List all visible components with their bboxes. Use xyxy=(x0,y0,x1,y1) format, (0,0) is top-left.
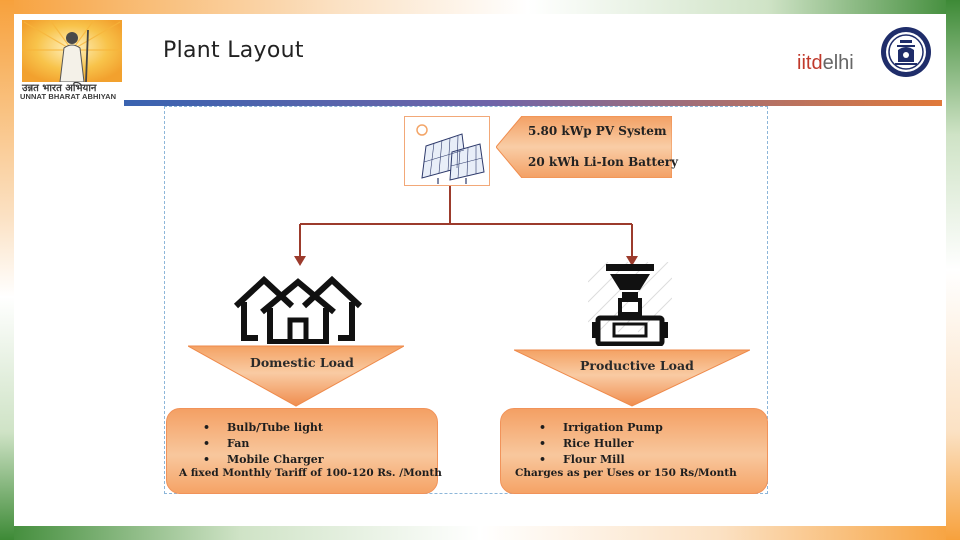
brand-iitdelhi: iitdelhi xyxy=(797,52,854,75)
list-item: • Irrigation Pump xyxy=(539,421,663,434)
list-item-text: Irrigation Pump xyxy=(563,421,663,434)
gandhi-logo-icon xyxy=(22,20,122,102)
bullet-icon: • xyxy=(539,453,547,466)
spec-callout-shape xyxy=(496,116,672,178)
frame-left-border xyxy=(0,0,14,540)
productive-charges-note: Charges as per Uses or 150 Rs/Month xyxy=(515,467,737,479)
domestic-load-label: Domestic Load xyxy=(250,355,354,370)
houses-icon xyxy=(233,275,363,344)
domestic-load-card: • Bulb/Tube light • Fan • Mobile Charger… xyxy=(166,408,442,494)
list-item-text: Mobile Charger xyxy=(227,453,324,466)
productive-load-card: • Irrigation Pump • Rice Huller • Flour … xyxy=(500,408,768,494)
bullet-icon: • xyxy=(539,437,547,450)
page-title: Plant Layout xyxy=(163,38,304,63)
list-item: • Mobile Charger xyxy=(203,453,324,466)
domestic-load-arrow xyxy=(188,345,404,407)
header-divider xyxy=(124,100,942,106)
bullet-icon: • xyxy=(203,453,211,466)
productive-load-label: Productive Load xyxy=(580,358,694,373)
list-item-text: Flour Mill xyxy=(563,453,625,466)
list-item: • Flour Mill xyxy=(539,453,625,466)
list-item: • Bulb/Tube light xyxy=(203,421,324,434)
brand-iitd-text: iitd xyxy=(797,52,823,74)
frame-right-border xyxy=(946,0,960,540)
brand-elhi-text: elhi xyxy=(822,52,854,74)
domestic-tariff-note: A fixed Monthly Tariff of 100-120 Rs. /M… xyxy=(179,467,442,479)
solar-panel-icon xyxy=(416,124,485,184)
list-item: • Rice Huller xyxy=(539,437,634,450)
battery-spec: 20 kWh Li-Ion Battery xyxy=(528,155,678,169)
list-item: • Fan xyxy=(203,437,250,450)
list-item-text: Bulb/Tube light xyxy=(227,421,324,434)
distribution-connector xyxy=(294,186,638,266)
frame-bottom-border xyxy=(0,526,960,540)
bullet-icon: • xyxy=(203,437,211,450)
bullet-icon: • xyxy=(203,421,211,434)
brand-hindi: उन्नत भारत अभियान xyxy=(22,83,97,94)
flour-mill-icon xyxy=(588,262,672,346)
productive-load-arrow xyxy=(514,349,750,407)
pv-system-spec: 5.80 kWp PV System xyxy=(528,124,667,138)
iit-delhi-seal-icon xyxy=(881,27,931,77)
brand-name-left: UNNAT BHARAT ABHIYAN xyxy=(20,92,117,101)
frame-top-border xyxy=(0,0,960,14)
bullet-icon: • xyxy=(539,421,547,434)
list-item-text: Fan xyxy=(227,437,250,450)
list-item-text: Rice Huller xyxy=(563,437,634,450)
